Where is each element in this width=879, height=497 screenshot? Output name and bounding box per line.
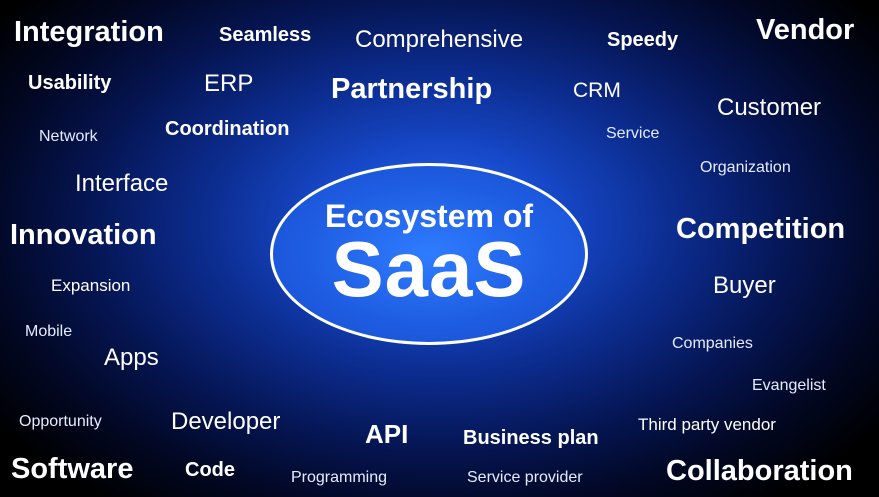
word-service: Service	[606, 125, 660, 142]
word-software: Software	[11, 453, 134, 485]
word-apps: Apps	[104, 344, 159, 371]
word-integration: Integration	[14, 16, 164, 48]
word-seamless: Seamless	[219, 24, 312, 46]
word-competition: Competition	[676, 213, 846, 245]
word-business-plan: Business plan	[463, 427, 599, 449]
word-expansion: Expansion	[51, 276, 131, 295]
word-service-provider: Service provider	[467, 469, 583, 486]
word-crm: CRM	[573, 79, 621, 102]
word-opportunity: Opportunity	[19, 413, 102, 430]
word-usability: Usability	[28, 72, 112, 94]
word-network: Network	[39, 128, 98, 145]
center-title-saas: SaaS	[331, 225, 527, 313]
word-evangelist: Evangelist	[752, 377, 826, 394]
word-interface: Interface	[75, 170, 169, 197]
word-erp: ERP	[204, 70, 254, 97]
word-third-party-vendor: Third party vendor	[638, 415, 776, 434]
word-code: Code	[185, 459, 235, 481]
word-api: API	[365, 419, 409, 449]
word-innovation: Innovation	[10, 219, 157, 251]
word-developer: Developer	[171, 408, 281, 435]
center-ellipse	[270, 163, 588, 345]
word-speedy: Speedy	[607, 29, 679, 51]
word-mobile: Mobile	[25, 323, 73, 340]
word-vendor: Vendor	[756, 14, 855, 46]
word-companies: Companies	[672, 335, 753, 352]
word-coordination: Coordination	[165, 118, 290, 140]
word-organization: Organization	[700, 159, 791, 176]
word-customer: Customer	[717, 94, 822, 121]
word-collaboration: Collaboration	[666, 455, 853, 487]
word-programming: Programming	[291, 469, 388, 486]
word-partnership: Partnership	[331, 73, 493, 105]
word-buyer: Buyer	[713, 272, 776, 299]
word-comprehensive: Comprehensive	[355, 26, 524, 53]
center-title-line1: Ecosystem of	[324, 198, 534, 234]
